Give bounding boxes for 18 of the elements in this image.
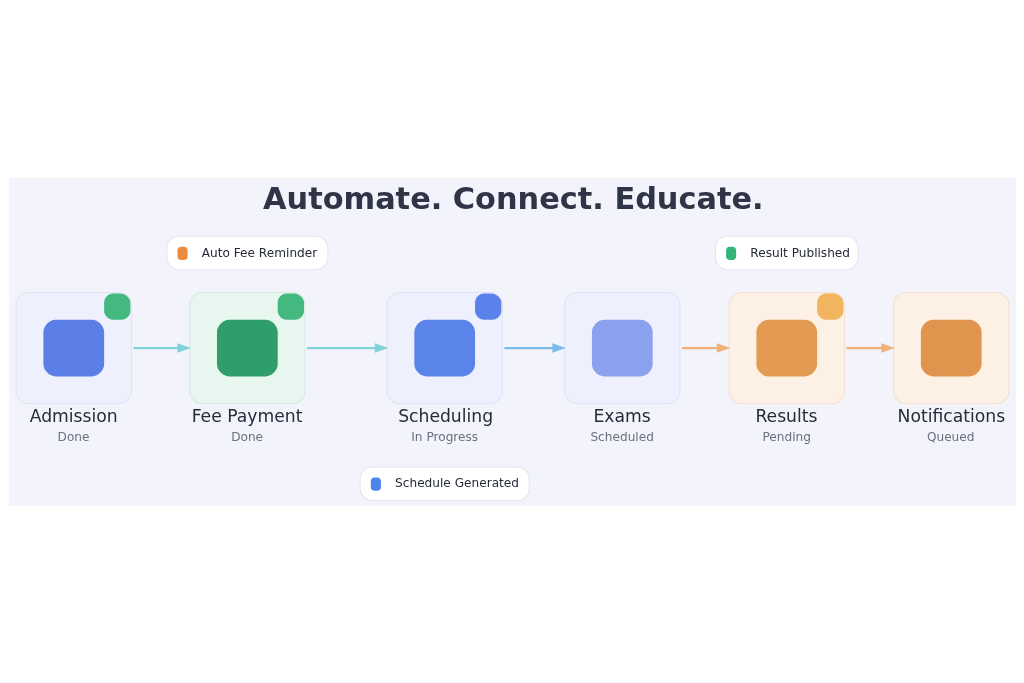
arrow bbox=[306, 342, 388, 353]
node-label: Done bbox=[57, 429, 89, 444]
arrow bbox=[681, 342, 730, 353]
node-label: Fee Payment bbox=[191, 405, 302, 426]
node-label: Admission bbox=[29, 405, 118, 426]
node-label: Results bbox=[754, 405, 817, 426]
diagram-title: Automate. Connect. Educate. bbox=[262, 180, 764, 216]
node-label: Notifications bbox=[897, 405, 1005, 426]
arrow bbox=[846, 342, 895, 353]
arrow bbox=[133, 342, 191, 353]
node-label: Queued bbox=[926, 429, 974, 444]
node-label: Scheduled bbox=[589, 429, 654, 444]
arrow bbox=[503, 342, 566, 353]
node-label: In Progress bbox=[410, 429, 478, 444]
node-label: Exams bbox=[592, 405, 651, 426]
node-label: Done bbox=[230, 429, 263, 444]
node-label: Scheduling bbox=[397, 405, 493, 426]
node-label: Pending bbox=[761, 429, 811, 444]
